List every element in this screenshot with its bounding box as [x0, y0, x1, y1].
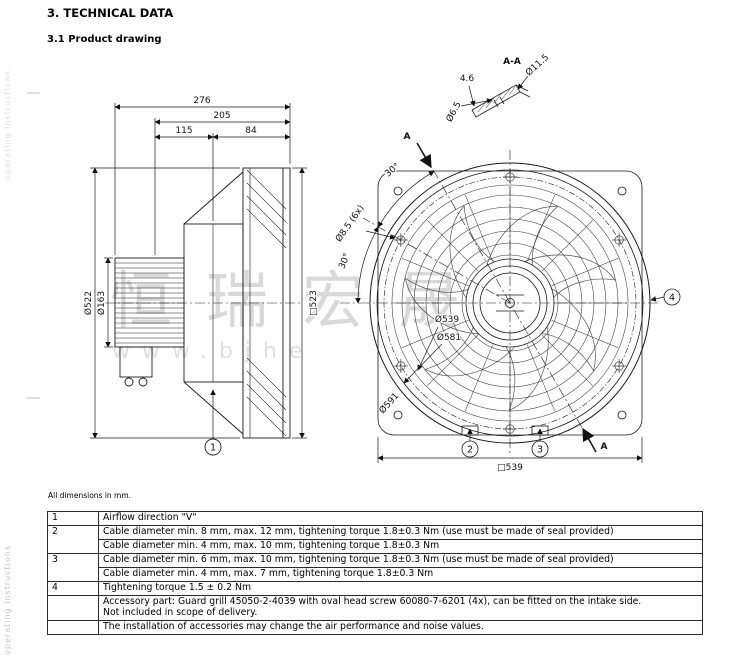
angle-label-1: 30°	[383, 162, 402, 180]
dim-label-84: 84	[245, 126, 257, 136]
dim-label-dia539: Ø539	[435, 314, 460, 325]
callout-4-bubble	[663, 288, 681, 306]
cable-gland-1	[124, 377, 134, 387]
dim-label-dia591: Ø591	[377, 391, 401, 416]
dim-label-115: 115	[175, 126, 192, 136]
section-label-a-top: A	[404, 132, 411, 142]
callout-3-bubble	[531, 440, 549, 458]
dim-label-dia163: Ø163	[96, 291, 107, 315]
dim-label-dia522: Ø522	[83, 291, 94, 315]
dim-label-sq523: □523	[309, 290, 319, 316]
dim-label-sq539: □539	[497, 463, 523, 473]
motor-fins	[115, 262, 184, 344]
watermark-text-cn: 恒瑞宏晟	[110, 264, 494, 337]
section-dimensions	[460, 71, 532, 107]
callout-2-bubble	[461, 440, 479, 458]
callout-4-label: 4	[669, 293, 675, 304]
section-subtitle: 3.1 Product drawing	[47, 34, 162, 45]
table-row-note: The installation of accessories may chan…	[47, 619, 703, 635]
row-number: 1	[47, 511, 99, 526]
product-drawing: 恒瑞宏晟 www.bjhe	[27, 51, 681, 474]
accessory-line-1: Accessory part: Guard grill 45050-2-4039…	[103, 595, 642, 607]
row-number: 4	[47, 580, 99, 596]
notes-table: 1 Airflow direction "V" 2 Cable diameter…	[47, 511, 703, 635]
row-number: 3	[47, 552, 99, 582]
dim-label-dia11-5: Ø11.5	[524, 52, 552, 78]
front-view-dimensions	[365, 230, 665, 463]
dim-label-dia6-5: Ø6.5	[444, 100, 464, 124]
terminal-box	[119, 346, 153, 378]
dim-label-205: 205	[213, 111, 230, 121]
section-aa-drawing: A-A 4.6 Ø6.5 Ø11.5	[443, 51, 553, 125]
row-text: Airflow direction "V"	[98, 511, 703, 526]
accessory-line-2: Not included in scope of delivery.	[103, 606, 258, 618]
row-text: Accessory part: Guard grill 45050-2-4039…	[98, 594, 703, 621]
centerlines	[340, 150, 660, 456]
cable-gland-2	[138, 377, 148, 387]
row-text: Cable diameter min. 6 mm, max. 10 mm, ti…	[98, 552, 703, 568]
margin-text-bottom: operating instructions	[3, 545, 12, 655]
section-label-a-bottom: A	[601, 442, 608, 452]
dimensions-note: All dimensions in mm.	[48, 491, 132, 500]
callout-1-label: 1	[210, 443, 216, 454]
table-row-2b: Cable diameter min. 4 mm, max. 10 mm, ti…	[48, 538, 703, 554]
dim-label-276: 276	[193, 96, 210, 106]
row-text: The installation of accessories may chan…	[98, 619, 703, 635]
table-row-4: 4 Tightening torque 1.5 ± 0.2 Nm	[47, 580, 703, 596]
table-row-3b: Cable diameter min. 4 mm, max. 7 mm, tig…	[48, 566, 703, 582]
dim-label-dia581: Ø581	[437, 332, 461, 343]
side-view-dimensions	[90, 103, 307, 439]
table-row-2a: 2 Cable diameter min. 8 mm, max. 12 mm, …	[47, 524, 703, 554]
side-view-drawing: 276 205 115 84 Ø522 Ø163 □523 1	[82, 95, 320, 456]
dim-label-4-6: 4.6	[460, 74, 475, 84]
row-number	[47, 619, 99, 635]
dim-label-holes: Ø8.5 (6x)	[333, 203, 366, 244]
row-text: Tightening torque 1.5 ± 0.2 Nm	[98, 580, 703, 596]
row-number: 2	[47, 524, 99, 554]
row-text: Cable diameter min. 4 mm, max. 10 mm, ti…	[98, 538, 703, 554]
callout-1-bubble	[204, 438, 222, 456]
table-row-3a: 3 Cable diameter min. 6 mm, max. 10 mm, …	[47, 552, 703, 582]
row-text: Cable diameter min. 4 mm, max. 7 mm, tig…	[98, 566, 703, 582]
row-text: Cable diameter min. 8 mm, max. 12 mm, ti…	[98, 524, 703, 540]
front-view-drawing: Ø539 Ø581 Ø591 □539 Ø8.5 (6x) 30° 30° A …	[332, 131, 681, 474]
row-number	[47, 594, 99, 621]
callout-2-label: 2	[467, 445, 473, 456]
table-row-1: 1 Airflow direction "V"	[47, 511, 703, 526]
callout-3-label: 3	[537, 445, 543, 456]
blade-section-hatch	[246, 169, 287, 437]
fold-marks	[27, 92, 40, 399]
page-title: 3. TECHNICAL DATA	[47, 6, 174, 20]
section-title: A-A	[503, 57, 521, 67]
table-row-accessory: Accessory part: Guard grill 45050-2-4039…	[47, 594, 703, 621]
section-cut-arrows	[416, 142, 597, 453]
section-hatch	[477, 86, 516, 113]
angle-dimensions	[355, 171, 435, 304]
